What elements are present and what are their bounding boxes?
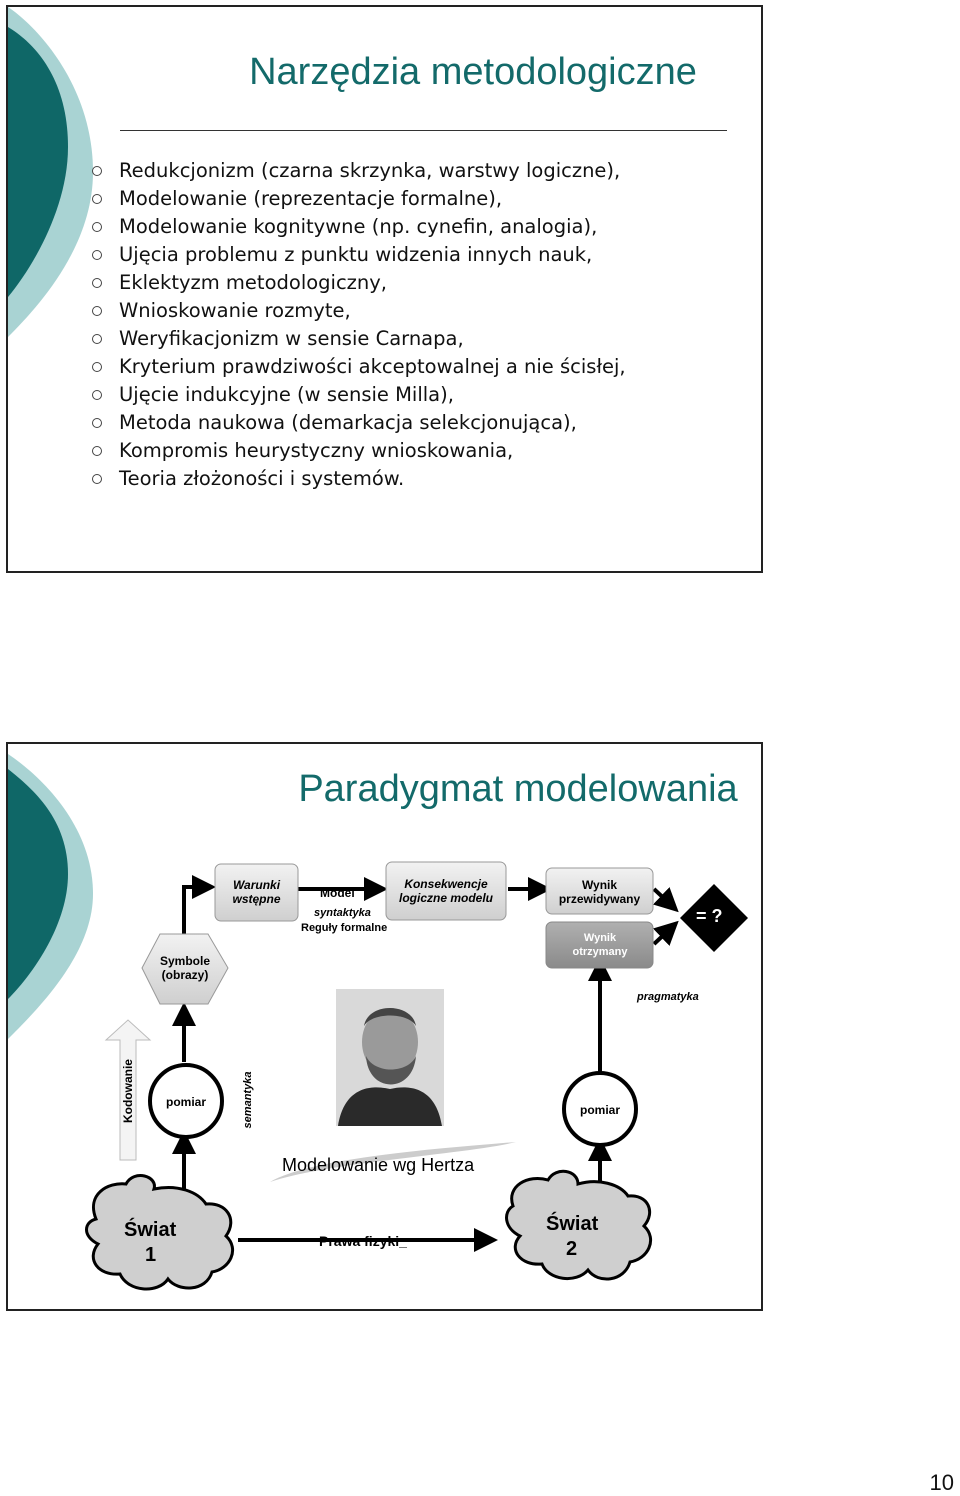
bullet-circle-icon (92, 194, 102, 204)
list-item: Modelowanie kognitywne (np. cynefin, ana… (92, 213, 626, 241)
bullet-circle-icon (92, 446, 102, 456)
list-item: Ujęcie indukcyjne (w sensie Milla), (92, 381, 626, 409)
world-1-shape (85, 1174, 234, 1291)
label-equals: = ? (696, 906, 723, 926)
list-item: Weryfikacjonizm w sensie Carnapa, (92, 325, 626, 353)
bullet-circle-icon (92, 306, 102, 316)
label-swiat-1-num: 1 (145, 1244, 157, 1266)
list-item: Metoda naukowa (demarkacja selekcjonując… (92, 409, 626, 437)
diagram-arrows (172, 875, 679, 1252)
label-model: Model (320, 886, 355, 900)
bullet-circle-icon (92, 362, 102, 372)
list-item: Eklektyzm metodologiczny, (92, 269, 626, 297)
page-number: 10 (929, 1470, 954, 1495)
list-item: Teoria złożoności i systemów. (92, 465, 626, 493)
label-pragmatyka: pragmatyka (637, 991, 699, 1003)
label-pomiar-right: pomiar (579, 1103, 620, 1117)
coding-arrow-shape (104, 1019, 152, 1161)
label-swiat-1-word: Świat (124, 1219, 177, 1241)
slide-decoration-shape (8, 754, 93, 1039)
list-item: Kompromis heurystyczny wnioskowania, (92, 437, 626, 465)
bullet-circle-icon (92, 418, 102, 428)
list-item: Modelowanie (reprezentacje formalne), (92, 185, 626, 213)
label-syntaktyka: syntaktyka (314, 907, 371, 919)
slide-2-title: Paradygmat modelowania (298, 768, 738, 810)
measure-circle-right (562, 1071, 638, 1147)
bullet-circle-icon (92, 278, 102, 288)
label-semantyka: semantyka (242, 1071, 254, 1129)
bullet-circle-icon (92, 222, 102, 232)
label-wynik-przewidywany: Wynik przewidywany (558, 878, 641, 906)
list-item: Ujęcia problemu z punktu widzenia innych… (92, 241, 626, 269)
bullet-circle-icon (92, 390, 102, 400)
slide-2: Paradygmat modelowania (6, 742, 763, 1311)
bullet-list: Redukcjonizm (czarna skrzynka, warstwy l… (92, 157, 626, 493)
box-wynik-przewidywany (545, 867, 654, 915)
label-swiat-2-num: 2 (566, 1238, 578, 1260)
list-item: Kryterium prawdziwości akceptowalnej a n… (92, 353, 626, 381)
slide-1-title: Narzędzia metodologiczne (249, 51, 697, 93)
bullet-circle-icon (92, 334, 102, 344)
list-item: Redukcjonizm (czarna skrzynka, warstwy l… (92, 157, 626, 185)
label-warunki: Warunki wstępne (232, 878, 281, 906)
bullet-circle-icon (92, 166, 102, 176)
caption-swoosh-shape (270, 1142, 516, 1182)
label-pomiar-left: pomiar (165, 1095, 206, 1109)
bullet-circle-icon (92, 250, 102, 260)
slide-1: Narzędzia metodologiczne Redukcjonizm (c… (6, 5, 763, 573)
label-reguly: Reguły formalne (301, 922, 388, 934)
symbols-hexagon (141, 933, 229, 1005)
label-konsekwencje: Konsekwencje logiczne modelu (398, 877, 493, 905)
label-kodowanie: Kodowanie (121, 1059, 135, 1124)
box-warunki (214, 863, 299, 922)
label-prawa-fizyki: Prawa fizyki_ (319, 1233, 407, 1249)
diagram-caption: Modelowanie wg Hertza (282, 1155, 475, 1175)
world-2-shape (505, 1169, 652, 1281)
hertz-diagram (85, 861, 748, 1291)
measure-circle-left (148, 1063, 224, 1139)
box-konsekwencje (385, 861, 507, 921)
slide-decoration-shape (8, 7, 93, 337)
label-symbole: Symbole (obrazy) (159, 954, 210, 982)
list-item: Wnioskowanie rozmyte, (92, 297, 626, 325)
label-swiat-2-word: Świat (546, 1213, 599, 1235)
label-wynik-otrzymany: Wynik otrzymany (572, 932, 628, 958)
title-divider (120, 130, 727, 131)
bullet-circle-icon (92, 474, 102, 484)
portrait-photo-icon (336, 989, 444, 1126)
comparison-diamond (680, 884, 748, 952)
box-wynik-otrzymany (545, 921, 654, 969)
